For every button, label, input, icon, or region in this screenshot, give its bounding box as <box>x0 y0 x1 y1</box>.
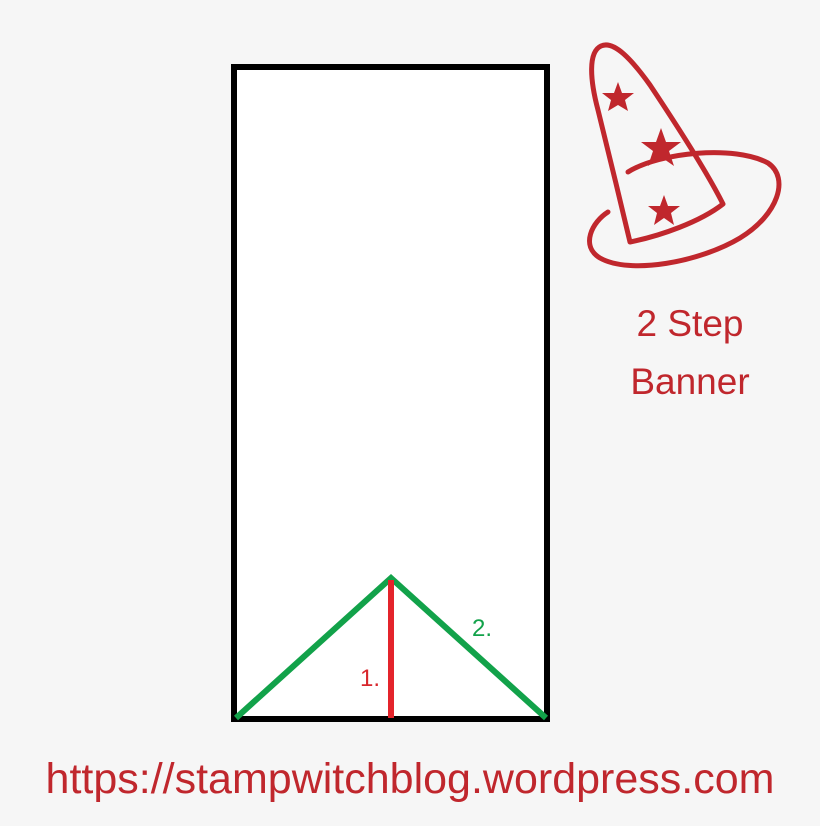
star-icon <box>602 82 634 111</box>
title-line-2: Banner <box>630 361 750 402</box>
hat-brim <box>587 150 782 269</box>
hat-cone <box>589 42 726 245</box>
step-2-fold-lines <box>233 573 549 721</box>
wizard-hat-icon <box>587 42 782 269</box>
star-icon <box>641 128 681 166</box>
blog-url: https://stampwitchblog.wordpress.com <box>45 755 775 803</box>
title-line-1: 2 Step <box>636 303 744 344</box>
step-2-label: 2. <box>472 615 493 642</box>
step-1-label: 1. <box>360 665 381 692</box>
star-icon <box>648 195 680 225</box>
